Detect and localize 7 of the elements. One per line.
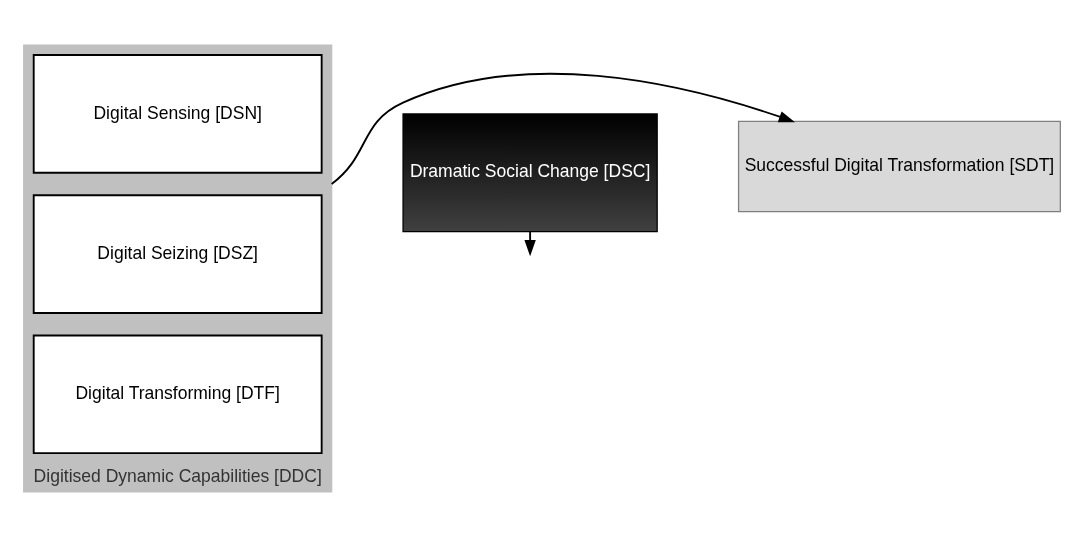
arrow	[330, 72, 796, 185]
node-box: Digital Seizing [DSZ]	[32, 193, 323, 314]
node-box: Digital Sensing [DSN]	[32, 53, 323, 174]
node-box: Successful Digital Transformation [SDT]	[737, 120, 1061, 212]
node-box: Dramatic Social Change [DSC]	[402, 112, 658, 232]
arrow	[524, 230, 536, 256]
node-box: Digital Transforming [DTF]	[32, 334, 323, 454]
